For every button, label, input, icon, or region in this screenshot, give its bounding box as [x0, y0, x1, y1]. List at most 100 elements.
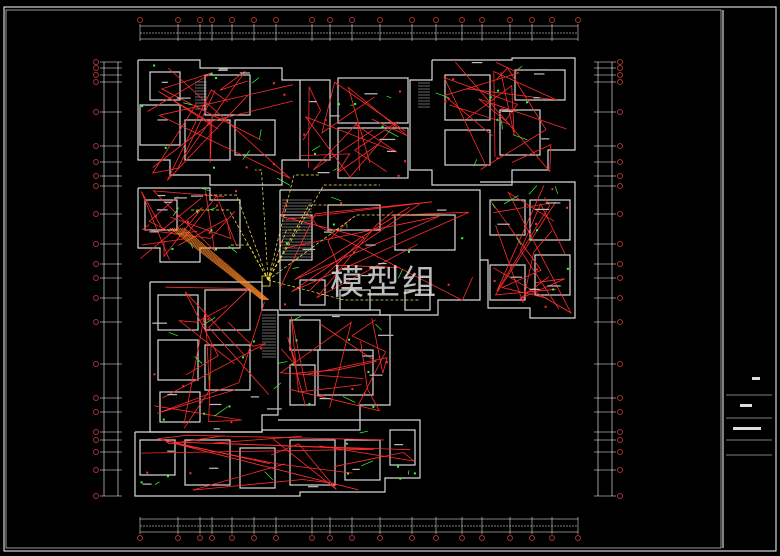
axis-bubble-icon	[93, 183, 99, 189]
fixture-symbol-icon	[162, 418, 165, 421]
fixture-symbol-icon	[213, 166, 216, 169]
circuit-home-run	[267, 229, 305, 281]
fixture-symbol-icon	[230, 421, 233, 424]
axis-bubble-icon	[93, 79, 99, 85]
wire-run	[435, 92, 450, 99]
fixture-symbol-icon	[285, 242, 288, 245]
wire-run	[361, 460, 374, 467]
axis-bubble-icon	[617, 319, 623, 325]
fixture-symbol-icon	[272, 163, 275, 166]
fixture-symbol-icon	[340, 202, 343, 205]
wire-run	[290, 316, 362, 393]
annotation-mark	[361, 274, 372, 277]
wire-run	[264, 471, 274, 481]
wire-run	[359, 430, 368, 434]
annotation-mark	[266, 408, 282, 410]
fixture-symbol-icon	[302, 243, 305, 246]
wire-run	[281, 337, 306, 406]
wire-run	[165, 435, 411, 451]
wire-run	[312, 121, 374, 171]
axis-bubble-icon	[251, 535, 257, 541]
axis-bubble-icon	[549, 17, 555, 23]
axis-bubble-icon	[93, 295, 99, 301]
annotation-mark	[307, 486, 319, 488]
wire-run	[495, 225, 553, 304]
axis-bubble-icon	[507, 535, 513, 541]
cable-bundle	[183, 227, 270, 301]
fixture-symbol-icon	[189, 472, 192, 475]
wire-run	[327, 217, 399, 268]
wire-run	[209, 373, 211, 381]
annotation-mark	[239, 72, 250, 74]
fixture-symbol-icon	[496, 118, 499, 121]
axis-bubble-icon	[93, 409, 99, 415]
fixture-symbol-icon	[321, 394, 324, 397]
fixture-symbol-icon	[259, 347, 262, 350]
axis-bubble-icon	[617, 211, 623, 217]
axis-bubble-icon	[617, 59, 623, 65]
fixture-symbol-icon	[234, 190, 237, 193]
fixture-symbol-icon	[496, 157, 499, 160]
fixture-symbol-icon	[535, 268, 538, 271]
fixture-symbol-icon	[291, 363, 294, 366]
axis-bubble-icon	[175, 17, 181, 23]
annotation-mark	[471, 62, 483, 64]
fixture-symbol-icon	[332, 223, 335, 226]
axis-bubble-icon	[93, 449, 99, 455]
fixture-symbol-icon	[397, 174, 400, 177]
axis-bubble-icon	[349, 17, 355, 23]
circuit-home-run	[267, 279, 420, 301]
axis-bubble-icon	[507, 17, 513, 23]
wire-run	[183, 102, 192, 106]
axis-bubble-icon	[93, 173, 99, 179]
electrical-fixture-symbols	[140, 64, 569, 484]
fixture-symbol-icon	[396, 465, 399, 468]
fixture-symbol-icon	[207, 318, 210, 321]
axis-bubble-icon	[479, 17, 485, 23]
axis-bubble-icon	[617, 173, 623, 179]
wire-run	[465, 72, 515, 135]
axis-bubble-icon	[309, 17, 315, 23]
annotation-mark	[167, 450, 174, 452]
axis-bubble-icon	[529, 17, 535, 23]
fixture-symbol-icon	[408, 250, 411, 253]
annotation-mark	[330, 115, 340, 117]
wire-run	[155, 481, 160, 485]
annotation-mark	[149, 231, 159, 233]
inner-frame	[5, 9, 722, 549]
wire-run	[333, 168, 337, 172]
axis-bubble-icon	[617, 65, 623, 71]
fixture-symbol-icon	[536, 229, 539, 232]
wire-run	[350, 268, 354, 272]
wire-run	[213, 406, 229, 417]
annotation-mark	[365, 244, 376, 246]
axis-bubble-icon	[479, 535, 485, 541]
annotation-mark	[176, 97, 191, 99]
axis-bubble-icon	[93, 361, 99, 367]
annotation-mark	[394, 444, 404, 446]
fixture-symbol-icon	[404, 160, 407, 163]
annotation-mark	[157, 194, 166, 197]
wire-run	[158, 67, 293, 179]
wire-run	[516, 237, 522, 246]
wire-run	[304, 116, 398, 180]
fixture-symbol-icon	[166, 475, 169, 478]
annotation-mark	[386, 150, 396, 152]
fixture-symbol-icon	[467, 129, 470, 132]
fixture-symbol-icon	[140, 481, 143, 484]
circuit-home-run	[267, 204, 350, 281]
cable-bundle	[171, 227, 264, 301]
wire-run	[375, 323, 382, 331]
axis-bubble-icon	[93, 59, 99, 65]
axis-bubble-icon	[617, 429, 623, 435]
wire-run	[279, 321, 364, 408]
wire-run	[289, 341, 381, 412]
fixture-symbol-icon	[447, 98, 450, 101]
wire-run	[408, 470, 410, 475]
fixture-symbol-icon	[216, 204, 219, 207]
cable-bundle	[177, 227, 267, 301]
wire-run	[528, 185, 538, 195]
axis-bubble-icon	[617, 79, 623, 85]
fixture-symbol-icon	[501, 108, 504, 111]
wire-run	[291, 315, 302, 322]
